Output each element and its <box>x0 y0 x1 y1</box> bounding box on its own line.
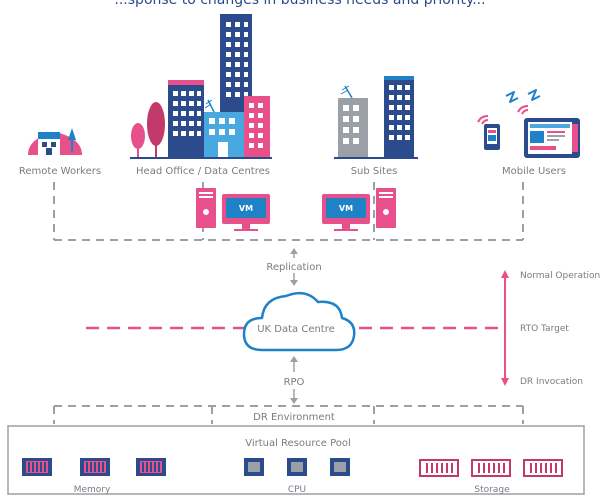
memory-icon <box>22 458 166 476</box>
rpo-label: RPO <box>284 377 305 388</box>
header-text: ...sponse to changes in business needs a… <box>114 0 485 8</box>
head-office-label: Head Office / Data Centres <box>136 166 270 177</box>
storage-icon <box>419 459 563 477</box>
remote-workers-label: Remote Workers <box>19 166 101 177</box>
rto-target-label: RTO Target <box>520 324 569 334</box>
dr-environment-connector <box>53 405 524 424</box>
memory-label: Memory <box>74 485 111 495</box>
cloud-label: UK Data Centre <box>257 324 335 335</box>
resource-pool-title: Virtual Resource Pool <box>245 438 351 449</box>
vm-label-left: VM <box>239 204 253 213</box>
vm-workstation-left: VM <box>196 188 270 231</box>
head-office-icon <box>130 14 272 159</box>
cpu-label: CPU <box>288 485 306 495</box>
replication-label: Replication <box>266 262 321 273</box>
normal-operation-label: Normal Operation <box>520 271 600 281</box>
dr-invocation-label: DR Invocation <box>520 377 583 387</box>
timeline-arrow <box>501 270 509 386</box>
replication-arrow <box>290 248 298 286</box>
vm-workstation-right: VM <box>322 188 396 231</box>
mobile-users-label: Mobile Users <box>502 166 566 177</box>
dr-environment-label-bg <box>240 409 348 423</box>
remote-workers-icon <box>28 128 82 155</box>
cpu-icon <box>244 458 350 476</box>
sub-sites-label: Sub Sites <box>351 166 398 177</box>
cloud-icon <box>242 291 356 352</box>
virtual-resource-pool-box <box>7 425 585 495</box>
mobile-users-icon <box>477 89 580 158</box>
site-network-connector <box>53 182 524 241</box>
vm-label-right: VM <box>339 204 353 213</box>
storage-label: Storage <box>474 485 510 495</box>
dr-environment-label: DR Environment <box>253 412 335 423</box>
rpo-arrow <box>290 356 298 404</box>
sub-sites-icon <box>334 76 418 159</box>
